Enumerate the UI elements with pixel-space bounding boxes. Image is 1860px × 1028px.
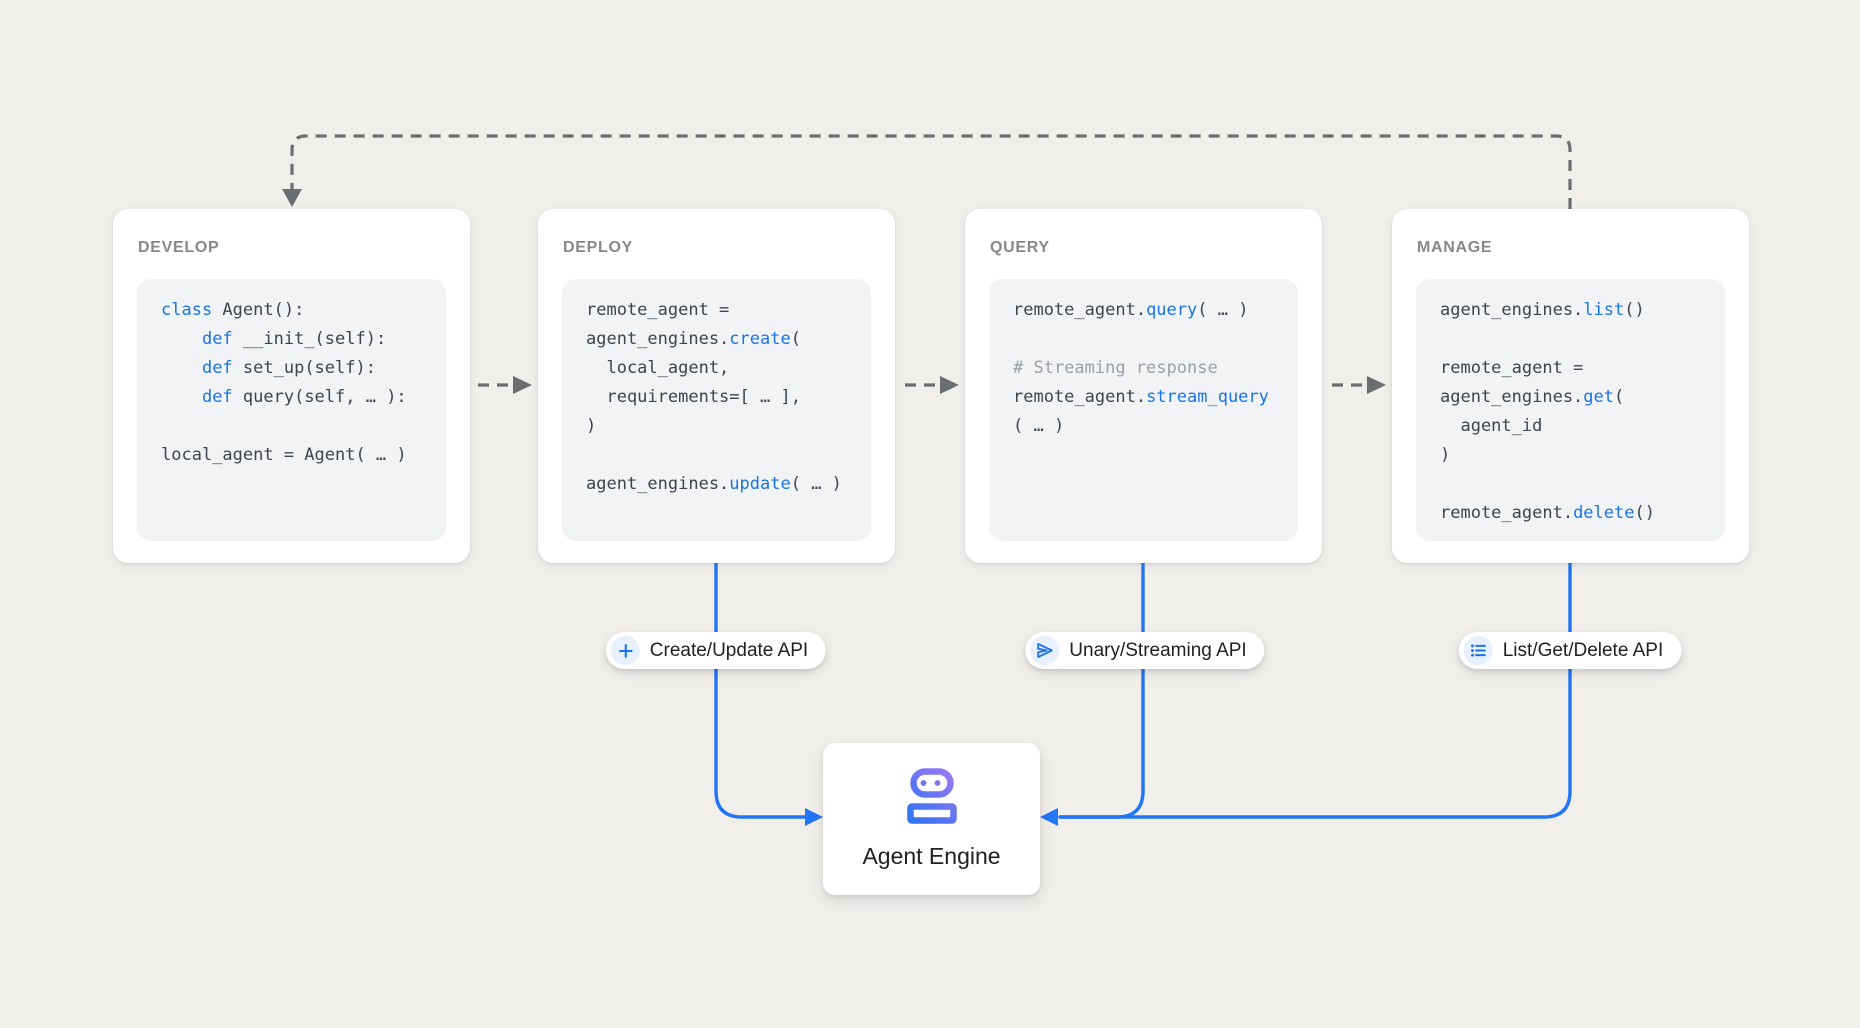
deploy-card: DEPLOY remote_agent =agent_engines.creat…	[538, 209, 895, 563]
query-code-block: remote_agent.query( … ) # Streaming resp…	[989, 279, 1298, 541]
develop-to-deploy-arrowhead	[513, 376, 532, 394]
list-icon	[1463, 636, 1493, 665]
deploy-to-engine-arrowhead	[805, 808, 823, 826]
query-card-title: QUERY	[990, 239, 1050, 256]
manage-to-develop-dashed-line	[290, 134, 1572, 209]
engine-right-arrowhead	[1040, 808, 1058, 826]
develop-card-title: DEVELOP	[138, 239, 220, 256]
manage-code-block: agent_engines.list() remote_agent =agent…	[1416, 279, 1725, 541]
unary-streaming-api-pill: Unary/Streaming API	[1025, 632, 1265, 669]
deploy-card-title: DEPLOY	[563, 239, 633, 256]
develop-card: DEVELOP class Agent(): def __init_(self)…	[113, 209, 470, 563]
list-get-delete-api-pill: List/Get/Delete API	[1458, 632, 1682, 669]
unary-streaming-api-label: Unary/Streaming API	[1069, 639, 1247, 661]
send-icon	[1030, 636, 1060, 665]
agent-engine-label: Agent Engine	[862, 843, 1001, 869]
query-to-engine-line	[1058, 561, 1145, 819]
query-to-manage-arrowhead	[1367, 376, 1386, 394]
deploy-to-query-arrowhead	[940, 376, 959, 394]
list-get-delete-api-label: List/Get/Delete API	[1502, 639, 1664, 661]
agent-engine-box: Agent Engine	[823, 743, 1040, 895]
robot-icon	[906, 768, 958, 829]
deploy-to-engine-line	[714, 561, 807, 819]
manage-card: MANAGE agent_engines.list() remote_agent…	[1392, 209, 1749, 563]
manage-to-engine-line	[1058, 561, 1572, 819]
create-update-api-pill: Create/Update API	[605, 632, 827, 669]
plus-icon	[610, 636, 640, 665]
deploy-code-block: remote_agent =agent_engines.create( loca…	[562, 279, 871, 541]
develop-code-block: class Agent(): def __init_(self): def se…	[137, 279, 446, 541]
manage-card-title: MANAGE	[1417, 239, 1493, 256]
manage-to-develop-arrowhead	[282, 189, 302, 207]
query-card: QUERY remote_agent.query( … ) # Streamin…	[965, 209, 1322, 563]
create-update-api-label: Create/Update API	[649, 639, 809, 661]
